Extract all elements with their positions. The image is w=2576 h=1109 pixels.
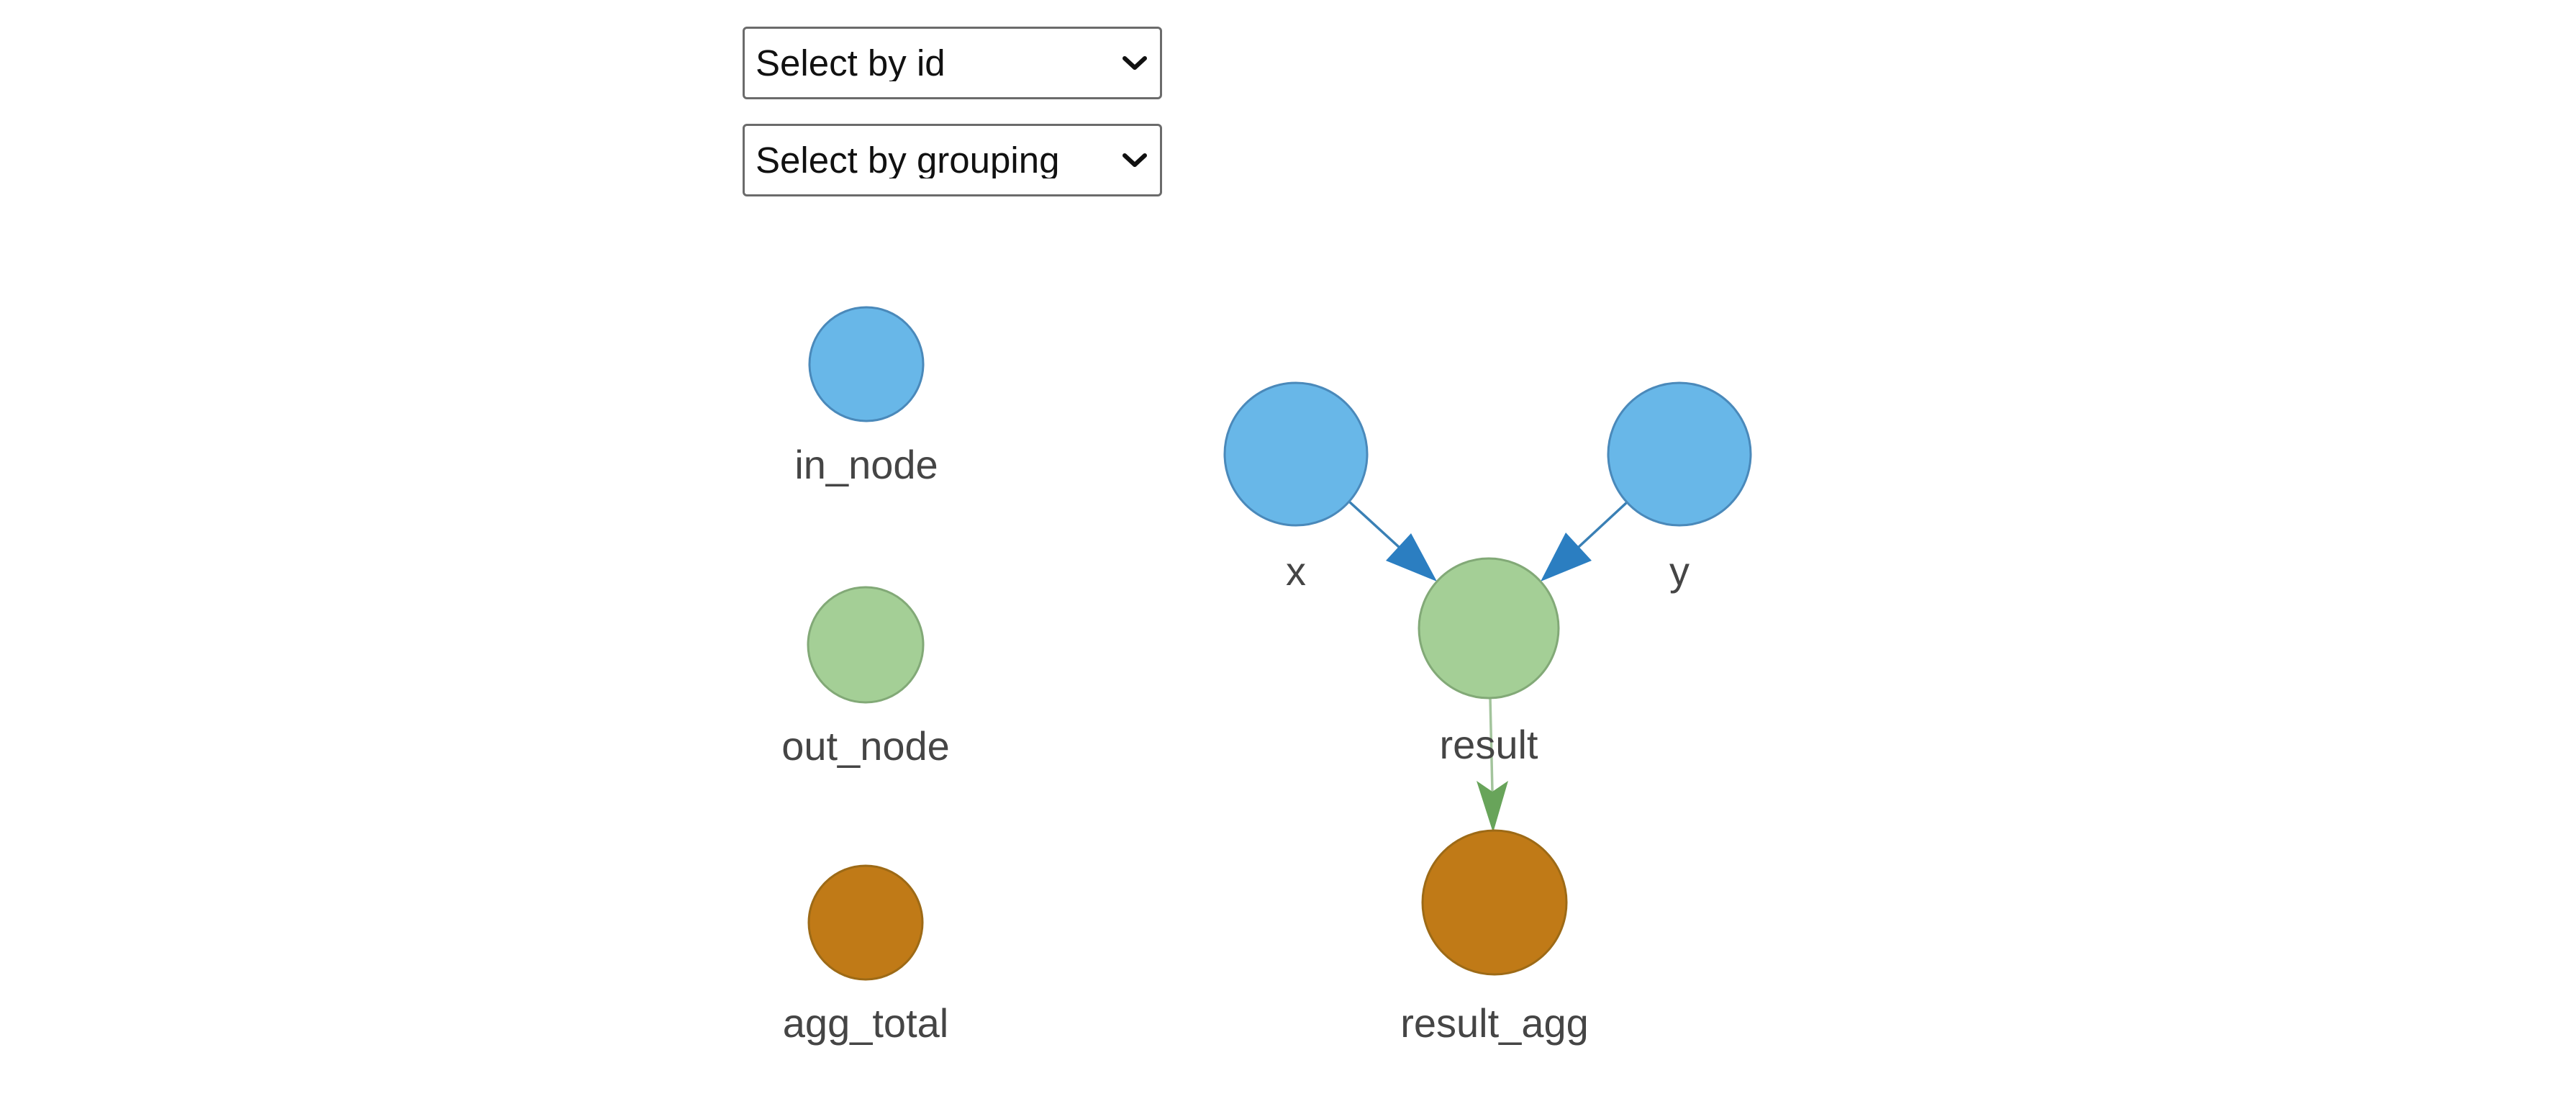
graph-node-y[interactable] (1607, 381, 1752, 527)
legend-label-agg-total: agg_total (783, 1000, 948, 1046)
legend-label-out-node: out_node (781, 723, 950, 769)
select-by-id-wrapper: Select by id (743, 27, 1162, 99)
graph-node-result-agg[interactable] (1421, 829, 1568, 976)
legend: in_node out_node agg_total (781, 306, 950, 1046)
edge-result-result-agg (1489, 697, 1494, 792)
select-by-grouping[interactable]: Select by grouping (743, 124, 1162, 196)
select-by-grouping-wrapper: Select by grouping (743, 124, 1162, 196)
legend-label-in-node: in_node (794, 442, 938, 487)
arrowhead-x-result (1386, 533, 1437, 581)
graph-node-label-y: y (1669, 548, 1690, 594)
graph-node-label-result: result (1440, 722, 1538, 767)
graph-node-x[interactable] (1223, 381, 1369, 527)
graph-nodes: x y result result_agg (1223, 381, 1752, 1046)
select-by-id[interactable]: Select by id (743, 27, 1162, 99)
edge-x-result (1348, 500, 1400, 548)
graph-node-label-x: x (1286, 548, 1306, 594)
legend-node-out-node[interactable] (807, 586, 925, 704)
graph-node-label-result-agg: result_agg (1400, 1000, 1589, 1046)
arrowhead-result-result-agg (1477, 781, 1508, 833)
graph-edges (1348, 500, 1628, 833)
graph-node-result[interactable] (1418, 557, 1560, 700)
legend-node-in-node[interactable] (808, 306, 925, 422)
edge-y-result (1577, 501, 1628, 548)
arrowhead-y-result (1541, 533, 1592, 581)
legend-node-agg-total[interactable] (807, 864, 924, 981)
